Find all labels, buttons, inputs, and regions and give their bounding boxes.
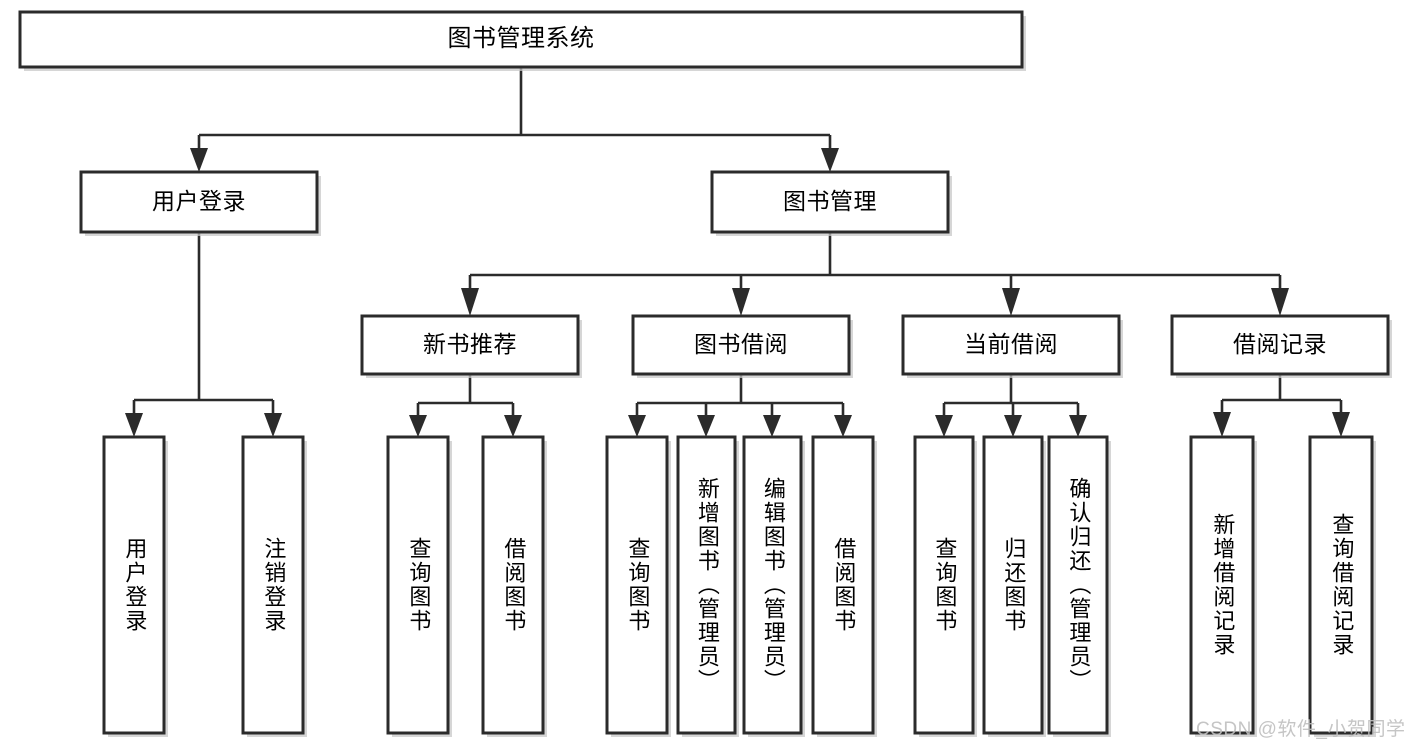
leaf-node-box[interactable] <box>605 435 669 735</box>
arrow-icon-to-leaf-login <box>125 413 143 437</box>
arrowheads-layer <box>125 148 1350 437</box>
level2-node-box-user-login[interactable] <box>79 170 319 234</box>
edge-newbook-to-bus <box>416 374 515 417</box>
arrow-icon-to-currentborrow <box>1002 288 1020 316</box>
arrow-icon-to-leaf-query2 <box>628 415 646 437</box>
leaf-node-box[interactable] <box>676 435 737 735</box>
root-node-box[interactable] <box>18 10 1024 69</box>
level3-node-box-current-borrow[interactable] <box>901 314 1121 376</box>
leaf-node-box[interactable] <box>1047 435 1109 735</box>
edges-layer <box>132 67 1343 417</box>
arrow-icon-to-leaf-borrow1 <box>504 415 522 437</box>
arrow-icon-to-leaf-logout <box>264 413 282 437</box>
leaf-node-box[interactable] <box>102 435 166 735</box>
arrow-icon-to-bookborrow <box>732 288 750 316</box>
arrow-icon-to-leaf-query3 <box>935 415 953 437</box>
level3-node-box-new-book[interactable] <box>360 314 580 376</box>
edge-userlogin-to-bus <box>132 232 275 415</box>
leaf-node-box[interactable] <box>481 435 545 735</box>
arrow-icon-to-bookmgmt <box>821 148 839 172</box>
arrow-icon-to-leaf-borrow2 <box>834 415 852 437</box>
csdn-watermark: CSDN @软件_小贺同学 <box>1196 719 1405 740</box>
leaf-node-box[interactable] <box>742 435 803 735</box>
arrow-icon-to-leaf-query1 <box>409 415 427 437</box>
leaf-node-box[interactable] <box>241 435 305 735</box>
arrow-icon-to-leaf-edit <box>763 415 781 437</box>
edge-current-to-bus <box>942 374 1080 417</box>
leaf-node-box[interactable] <box>1189 435 1255 735</box>
level2-node-box-book-management[interactable] <box>710 170 950 234</box>
boxes-layer <box>18 10 1392 737</box>
arrow-icon-to-leaf-addrecord <box>1213 412 1231 437</box>
arrow-icon-to-leaf-confirm <box>1069 415 1087 437</box>
arrow-icon-to-leaf-queryrecord <box>1332 412 1350 437</box>
edge-bookmgmt-to-bus <box>468 232 1282 290</box>
leaf-node-box[interactable] <box>982 435 1044 735</box>
edge-borrow-to-bus <box>635 374 845 417</box>
leaf-node-box[interactable] <box>386 435 450 735</box>
arrow-icon-to-userlogin <box>190 148 208 172</box>
arrow-icon-to-borrowrecord <box>1271 288 1289 316</box>
arrow-icon-to-newbook <box>461 288 479 316</box>
level3-node-box-borrow-record[interactable] <box>1170 314 1390 376</box>
leaf-node-box[interactable] <box>811 435 875 735</box>
level3-node-box-book-borrow[interactable] <box>631 314 851 376</box>
leaf-node-box[interactable] <box>1308 435 1374 735</box>
edge-records-to-bus <box>1220 374 1343 414</box>
leaf-node-box[interactable] <box>913 435 975 735</box>
arrow-icon-to-leaf-add <box>697 415 715 437</box>
arrow-icon-to-leaf-return <box>1004 415 1022 437</box>
edge-root-to-bus <box>197 67 832 150</box>
